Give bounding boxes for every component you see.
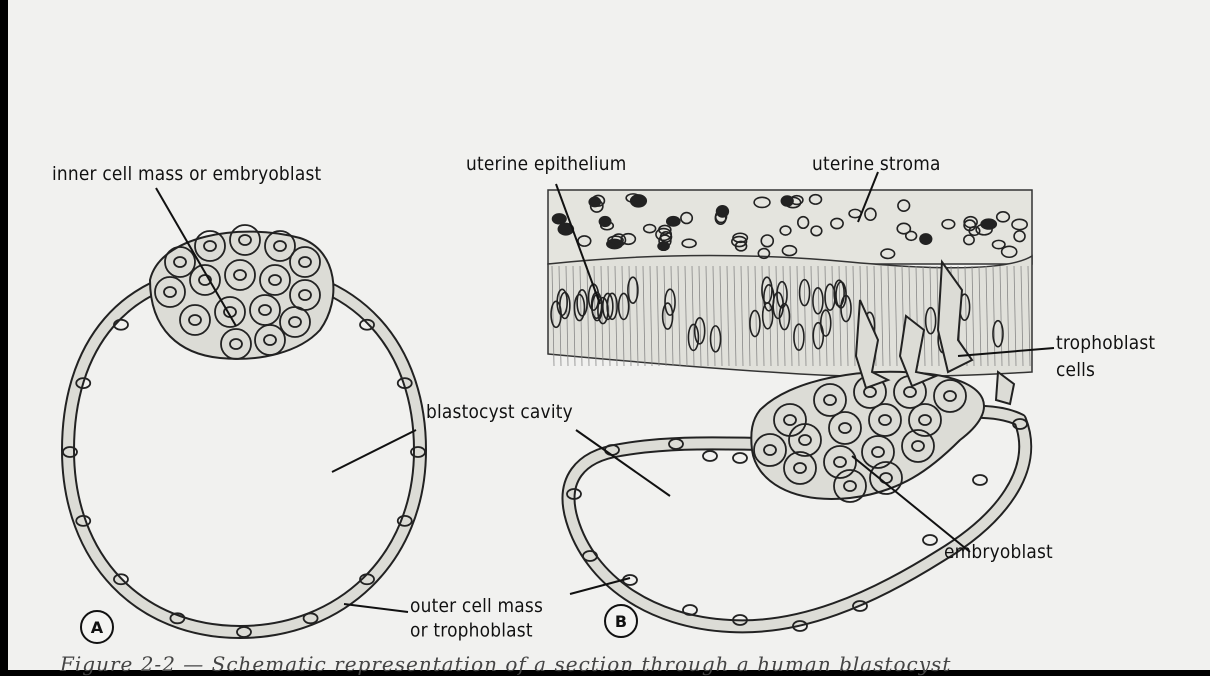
figure-caption: Figure 2-2 — Schematic representation of… bbox=[60, 652, 951, 676]
label-trophoblast-cells-line2: cells bbox=[1056, 357, 1155, 384]
panel-badge-a: A bbox=[80, 610, 114, 644]
label-inner-cell-mass: inner cell mass or embryoblast bbox=[52, 162, 321, 187]
cell-nucleus bbox=[733, 453, 747, 463]
label-uterine-stroma: uterine stroma bbox=[812, 152, 941, 177]
leader-blastocyst-cavity-a bbox=[332, 430, 416, 472]
panel-badge-b: B bbox=[604, 604, 638, 638]
cell-nucleus bbox=[981, 219, 996, 229]
label-uterine-epithelium: uterine epithelium bbox=[466, 152, 627, 177]
cell-nucleus bbox=[923, 535, 937, 545]
cell-nucleus bbox=[599, 217, 610, 227]
cell-nucleus bbox=[553, 214, 567, 224]
label-outer-cell-mass-line2: or trophoblast bbox=[410, 619, 543, 644]
cell-nucleus bbox=[973, 475, 987, 485]
blastocyst-a bbox=[63, 225, 425, 637]
inner-cell-mass-a bbox=[150, 232, 333, 359]
cell-nucleus bbox=[667, 217, 680, 226]
label-blastocyst-cavity: blastocyst cavity bbox=[426, 400, 573, 425]
label-embryoblast: embryoblast bbox=[944, 540, 1053, 565]
cell-nucleus bbox=[703, 451, 717, 461]
label-outer-cell-mass: outer cell mass or trophoblast bbox=[410, 594, 543, 643]
leader-outer-cell-mass-a bbox=[344, 604, 408, 612]
label-trophoblast-cells: trophoblast cells bbox=[1056, 330, 1155, 384]
label-trophoblast-cells-line1: trophoblast bbox=[1056, 330, 1155, 357]
cell-nucleus bbox=[920, 234, 932, 244]
label-outer-cell-mass-line1: outer cell mass bbox=[410, 594, 543, 619]
